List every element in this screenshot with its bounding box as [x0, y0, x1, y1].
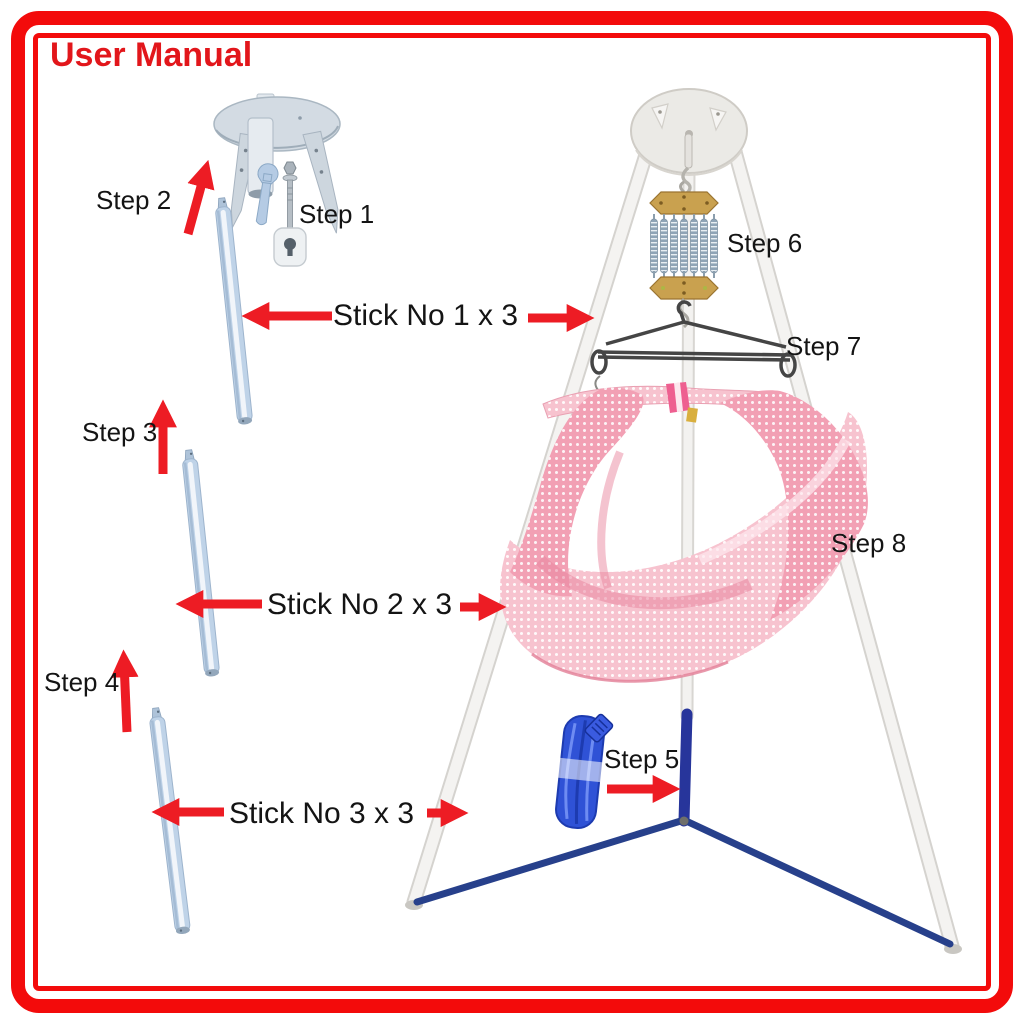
label-step-5: Step 5: [604, 744, 680, 774]
label-stick-2: Stick No 2 x 3: [267, 588, 453, 621]
strap-buckle: [584, 713, 614, 743]
page-title: User Manual: [50, 36, 253, 74]
step4-up-arrow: [110, 649, 139, 733]
hanger-bar: [590, 300, 797, 378]
label-step-8: Step 8: [831, 528, 907, 558]
stick-no-3: [147, 706, 192, 936]
label-step-4: Step 4: [44, 667, 120, 697]
label-step-7: Step 7: [786, 331, 862, 361]
spanner-tool: [255, 163, 279, 226]
keyhole-plate: [273, 227, 307, 267]
step2-up-arrow: [183, 159, 215, 236]
label-stick-3: Stick No 3 x 3: [229, 797, 415, 830]
stick-no-1: [213, 196, 254, 426]
label-step-3: Step 3: [82, 417, 158, 447]
label-stick-1: Stick No 1 x 3: [333, 299, 519, 332]
label-step-2: Step 2: [96, 185, 172, 215]
floor-straps: [413, 816, 954, 948]
bolt: [282, 161, 298, 229]
label-step-6: Step 6: [727, 228, 803, 258]
stick-no-2: [180, 448, 221, 678]
center-leg-blue-sleeve: [678, 708, 693, 827]
top-hub-assembly: [213, 93, 341, 234]
spring-set: [649, 180, 719, 329]
mesh-hammock: [500, 375, 868, 683]
safety-strap-coil: [555, 713, 614, 830]
label-step-1: Step 1: [299, 199, 375, 229]
